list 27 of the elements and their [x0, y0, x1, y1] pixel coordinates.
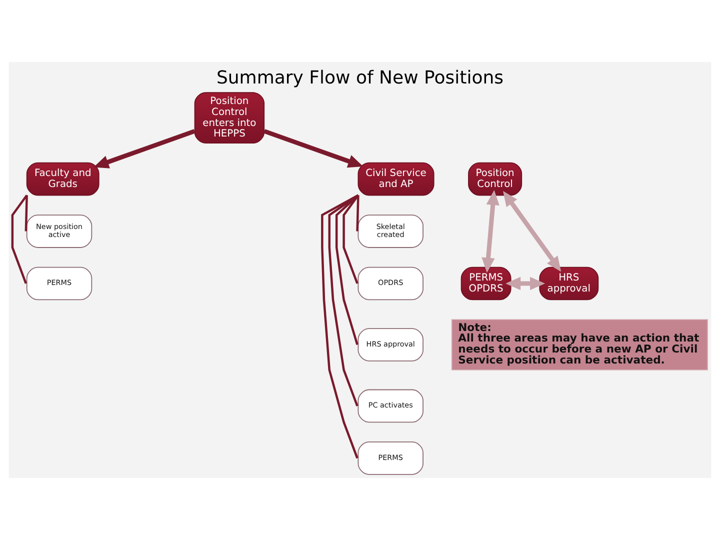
node-box: PERMS	[358, 442, 424, 475]
arrow	[482, 190, 500, 273]
arrow	[94, 129, 196, 168]
node-box: Civil Service and AP	[358, 162, 434, 196]
arrow	[506, 276, 546, 290]
arrow	[264, 129, 364, 168]
connector	[328, 194, 359, 406]
node-box: OPDRS	[358, 266, 424, 300]
node-box: Skeletal created	[358, 214, 424, 248]
arrow	[503, 191, 562, 272]
node-box: HRS approval	[358, 328, 424, 362]
node-box: Faculty and Grads	[26, 162, 100, 196]
connector	[342, 194, 360, 284]
node-box: PERMS OPDRS	[460, 266, 512, 300]
diagram-title: Summary Flow of New Positions	[216, 68, 504, 89]
connector	[24, 195, 28, 232]
node-box: Position Control enters into HEPPS	[194, 92, 265, 144]
connector	[335, 194, 359, 346]
connector	[356, 195, 360, 232]
node-box: PC activates	[358, 389, 424, 423]
node-box: PERMS	[26, 266, 92, 300]
connector	[11, 194, 28, 284]
node-box: HRS approval	[539, 266, 599, 300]
connector	[321, 194, 359, 459]
node-box: New position active	[26, 214, 92, 248]
node-box: Position Control	[468, 162, 522, 196]
node-box: Note: All three areas may have an action that needs to occur before a new AP or Civil Service position can be activated.	[451, 319, 708, 370]
